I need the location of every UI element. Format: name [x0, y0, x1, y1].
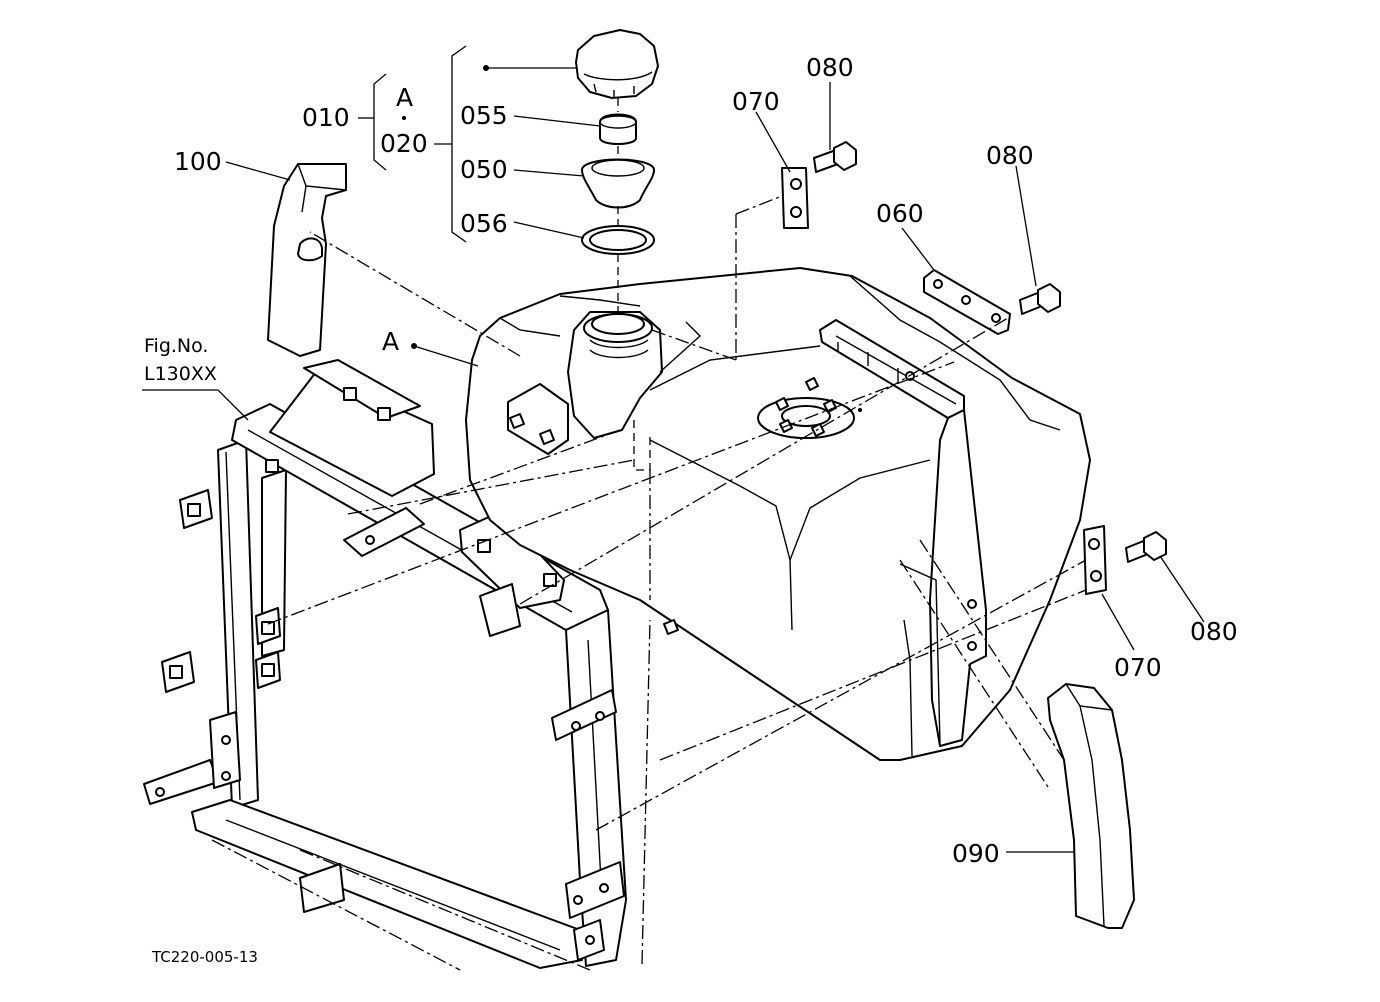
bolt-080-top — [813, 141, 857, 173]
bracket-070-right — [1083, 525, 1107, 595]
label-070-top: 070 — [732, 87, 780, 116]
label-080-mid: 080 — [986, 141, 1034, 170]
frame-assembly — [143, 359, 627, 971]
drawing-code: TC220-005-13 — [151, 948, 258, 966]
bolt-080-mid — [1019, 283, 1061, 315]
label-080-right: 080 — [1190, 617, 1238, 646]
part-100-pad — [267, 163, 347, 357]
figure-reference: Fig.No. L130XX — [144, 335, 217, 385]
fuel-tank — [465, 267, 1091, 761]
bracket-070-top — [781, 167, 809, 229]
label-A-tank: A — [382, 327, 399, 356]
bracket-060 — [923, 269, 1011, 335]
leader-lines — [142, 45, 1205, 853]
label-060: 060 — [876, 199, 924, 228]
label-056: 056 — [460, 209, 508, 238]
label-055: 055 — [460, 101, 508, 130]
label-A-top: A — [396, 83, 413, 112]
label-010: 010 — [302, 103, 350, 132]
fig-ref-line1: Fig.No. — [144, 335, 208, 357]
label-080-top: 080 — [806, 53, 854, 82]
label-020: 020 — [380, 129, 428, 158]
label-090: 090 — [952, 839, 1000, 868]
label-100: 100 — [174, 147, 222, 176]
part-090-pad — [1047, 683, 1135, 929]
part-labels: 010 A 020 055 050 056 100 A 070 080 080 … — [174, 53, 1238, 868]
cap-assembly — [575, 29, 659, 312]
fig-ref-line2: L130XX — [144, 363, 217, 385]
label-050: 050 — [460, 155, 508, 184]
bolt-080-right — [1125, 531, 1167, 563]
label-070-right: 070 — [1114, 653, 1162, 682]
assembly-lines — [267, 195, 1087, 965]
